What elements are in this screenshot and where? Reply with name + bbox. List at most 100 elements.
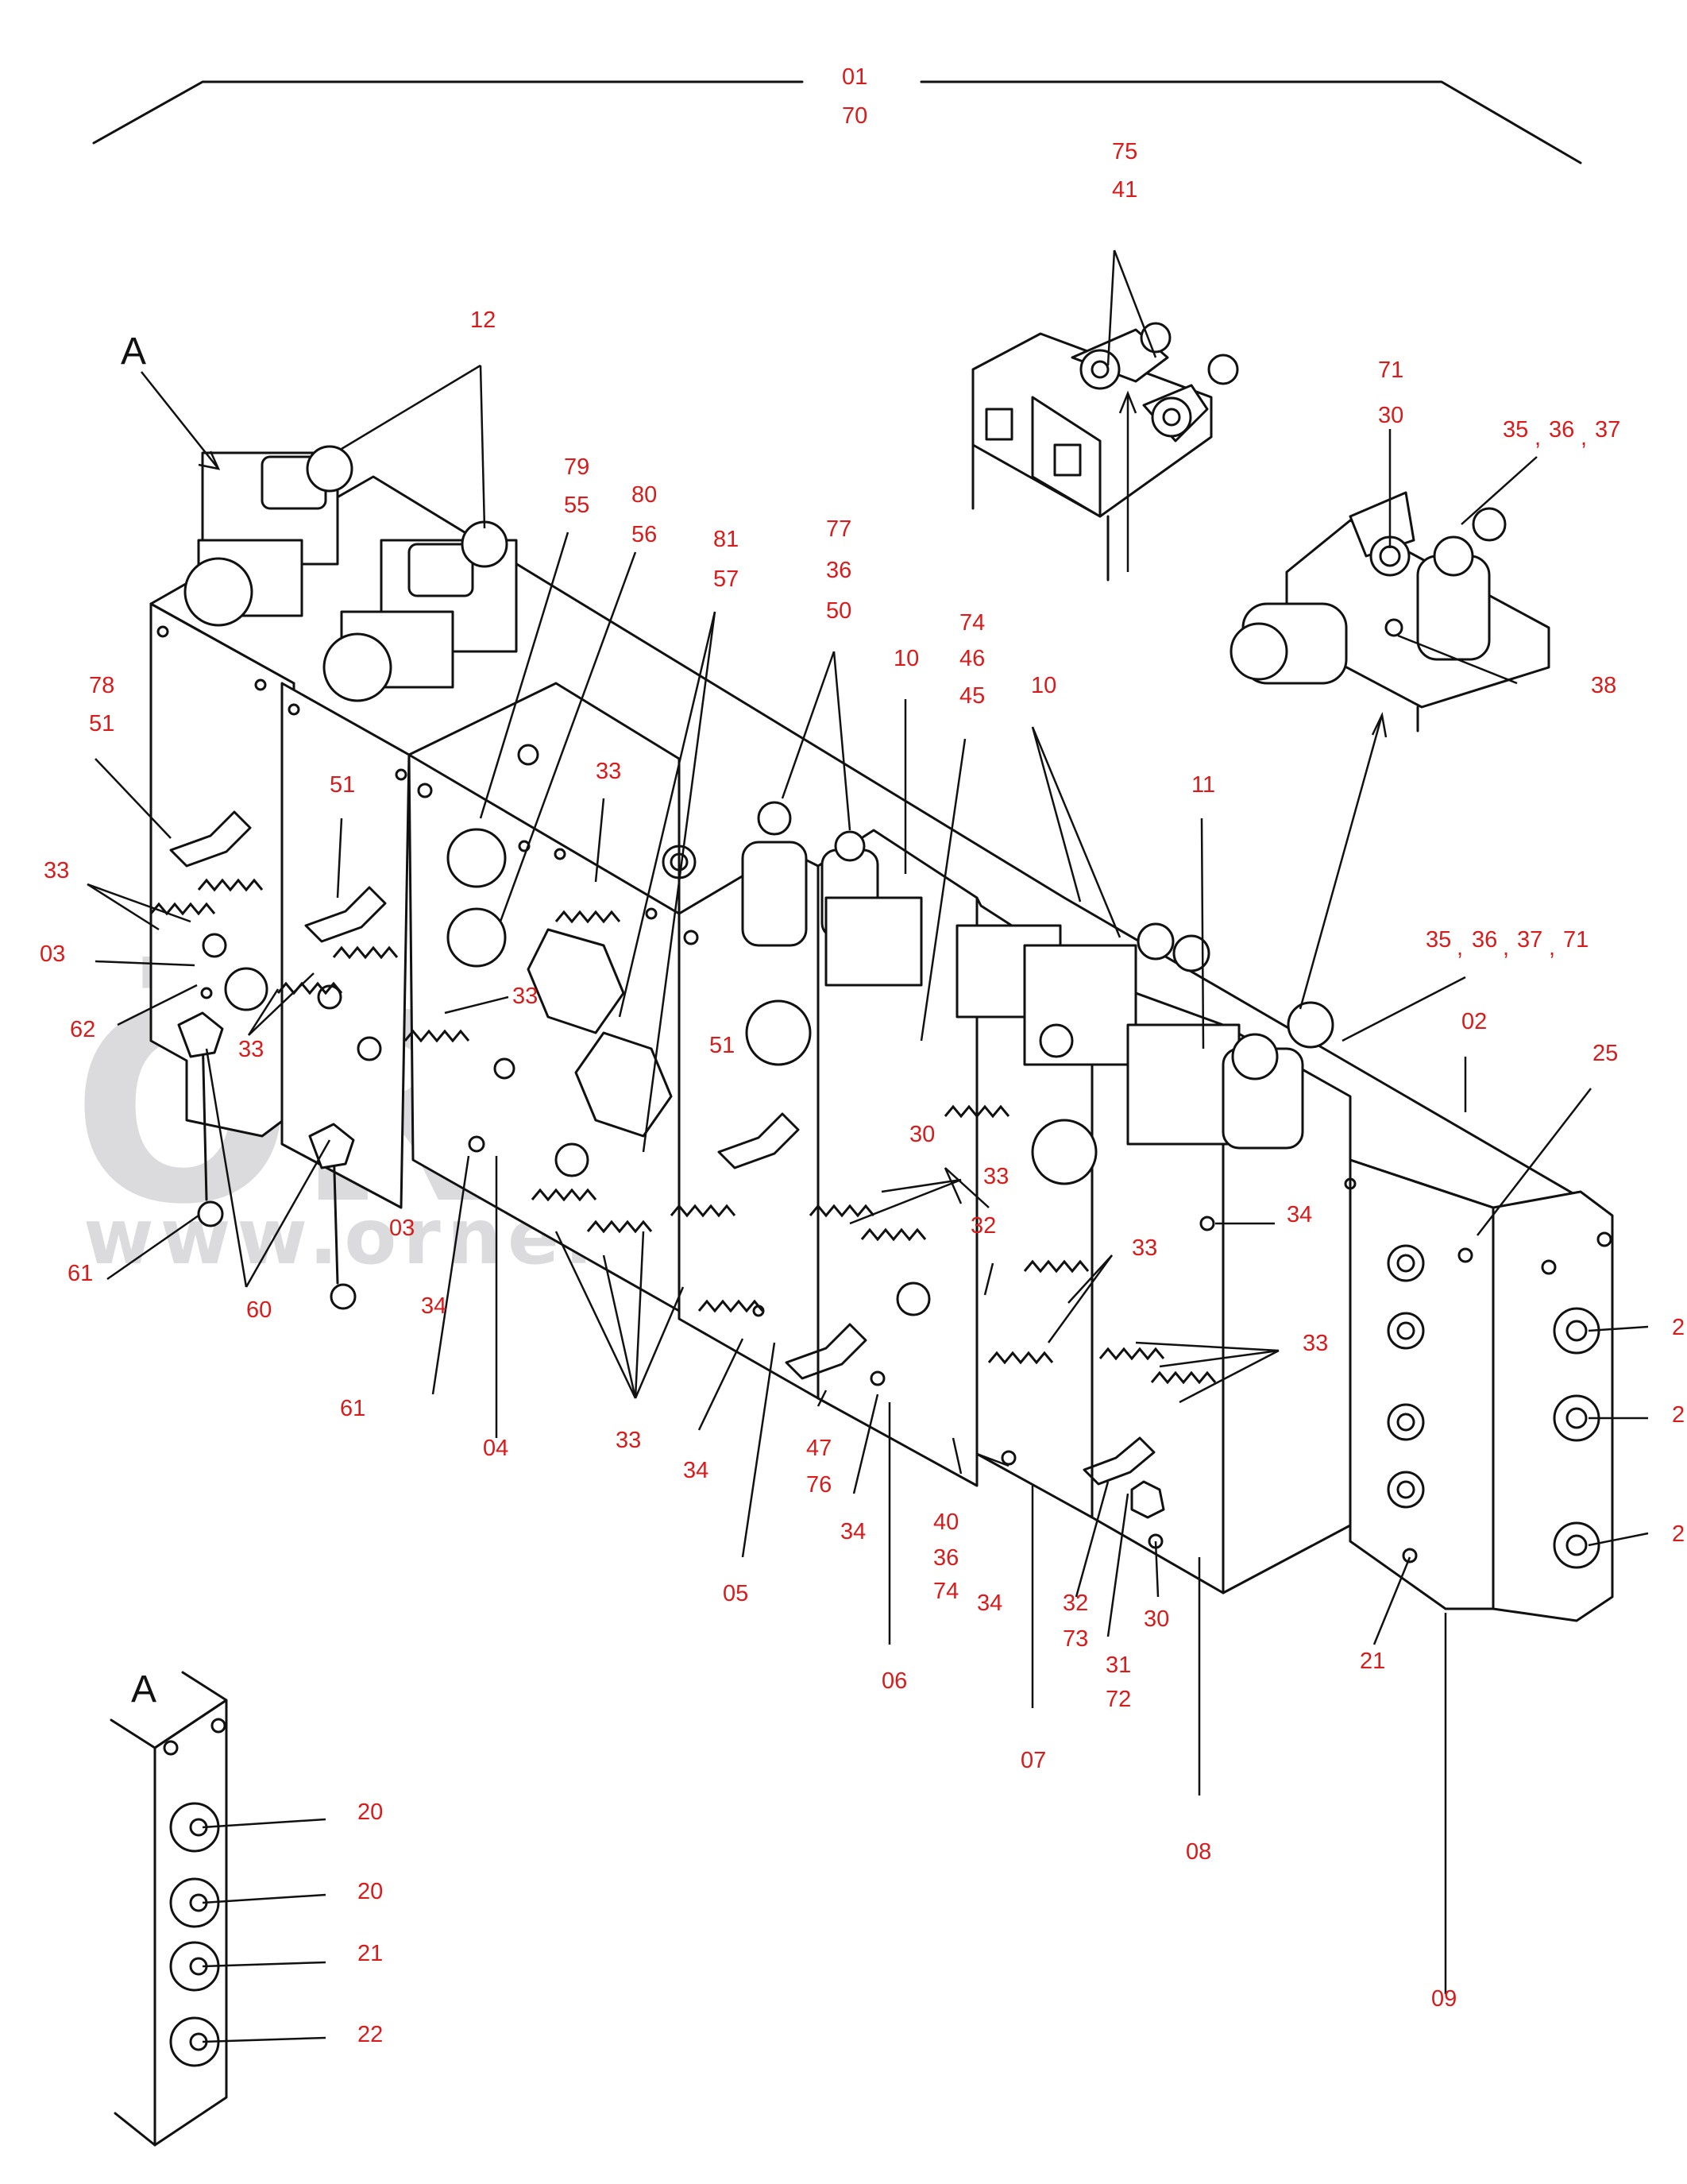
part-label-35b: 35 (1426, 927, 1451, 953)
part-label-36b: 36 (826, 558, 851, 583)
fittings-51 (169, 810, 1156, 1486)
part-label-55: 55 (564, 493, 589, 518)
part-label-34c: 34 (683, 1458, 708, 1483)
part-label-71a: 71 (1378, 358, 1403, 383)
part-label-51b: 51 (330, 772, 355, 798)
part-label-ca2: , (1581, 425, 1587, 450)
section-03b (224, 682, 411, 1209)
plug-springs-33 (149, 878, 1217, 1385)
part-label-22: 22 (357, 2022, 383, 2047)
solenoid-valve-11 (1031, 1001, 1334, 1185)
part-label-05: 05 (723, 1581, 748, 1606)
part-label-80: 80 (631, 482, 657, 508)
part-label-32b: 32 (1063, 1591, 1088, 1616)
part-label-38: 38 (1591, 673, 1616, 698)
part-label-33h: 33 (616, 1428, 641, 1453)
part-label-10a: 10 (894, 646, 919, 671)
part-label-30c: 30 (1144, 1606, 1169, 1632)
part-label-50: 50 (826, 598, 851, 624)
part-label-30a: 30 (1378, 403, 1403, 428)
part-label-21b: 21 (357, 1941, 383, 1966)
detail-view-a (110, 1671, 228, 2147)
solenoid-valve-12b (322, 520, 518, 702)
part-label-73: 73 (1063, 1626, 1088, 1652)
part-label-10b: 10 (1031, 673, 1056, 698)
part-label-79: 79 (564, 454, 589, 480)
part-label-12: 12 (470, 307, 496, 333)
part-label-ca1: , (1535, 425, 1541, 450)
part-label-33b: 33 (596, 759, 621, 784)
part-label-71b: 71 (1563, 927, 1589, 953)
part-label-cb1: , (1457, 935, 1463, 961)
part-label-56: 56 (631, 522, 657, 547)
part-label-74b: 74 (933, 1579, 959, 1604)
part-label-37a: 37 (1595, 417, 1620, 443)
section-09 (1344, 1158, 1495, 1610)
part-label-74a: 74 (959, 610, 985, 636)
view-marker-a: A (121, 330, 146, 373)
part-label-01: 01 (842, 64, 867, 90)
part-label-36a: 36 (1549, 417, 1574, 443)
part-label-75: 75 (1112, 139, 1137, 164)
part-label-34e: 34 (977, 1591, 1002, 1616)
part-label-cb2: , (1503, 935, 1509, 961)
part-label-60: 60 (246, 1297, 272, 1323)
part-label-77: 77 (826, 516, 851, 542)
part-label-81: 81 (713, 527, 739, 552)
part-label-70: 70 (842, 103, 867, 129)
part-label-36c: 36 (1472, 927, 1497, 953)
part-label-40: 40 (933, 1509, 959, 1535)
part-label-2z: 2 (1672, 1521, 1685, 1547)
detail-block-75 (971, 322, 1239, 582)
part-label-09: 09 (1431, 1986, 1457, 2012)
part-label-61b: 61 (340, 1396, 365, 1421)
part-label-62: 62 (70, 1017, 95, 1042)
part-label-31: 31 (1106, 1652, 1131, 1678)
part-label-34d: 34 (840, 1519, 866, 1544)
part-label-33e: 33 (983, 1164, 1009, 1189)
solenoid-valve-12a (183, 445, 353, 627)
part-label-61a: 61 (68, 1261, 93, 1286)
part-label-02: 02 (1461, 1009, 1487, 1034)
part-label-51a: 51 (89, 711, 114, 736)
part-label-33f: 33 (1132, 1235, 1157, 1261)
part-label-47: 47 (806, 1436, 832, 1461)
pull-rods-61 (177, 1011, 357, 1310)
part-label-72: 72 (1106, 1687, 1131, 1712)
part-label-06: 06 (882, 1668, 907, 1694)
leader-lines (87, 249, 1649, 2043)
part-label-20a: 20 (357, 1799, 383, 1825)
part-label-07: 07 (1021, 1748, 1046, 1773)
assembly-bracket (92, 80, 1582, 164)
part-label-37b: 37 (1517, 927, 1542, 953)
part-label-03b: 03 (389, 1216, 415, 1241)
section-03a (149, 602, 295, 1138)
part-label-21a: 21 (1360, 1649, 1385, 1674)
part-label-08: 08 (1186, 1839, 1211, 1865)
part-label-2x: 2 (1672, 1315, 1685, 1340)
part-label-45: 45 (959, 683, 985, 709)
view-marker-a-detail: A (131, 1668, 156, 1710)
part-label-51c: 51 (709, 1033, 735, 1058)
solenoid-block-10 (955, 922, 1210, 1066)
part-label-33g: 33 (1303, 1331, 1328, 1356)
part-label-46: 46 (959, 646, 985, 671)
part-label-cb3: , (1549, 935, 1555, 961)
part-label-41: 41 (1112, 177, 1137, 203)
part-label-32a: 32 (971, 1213, 996, 1239)
cartridge-valves-77 (741, 801, 923, 1066)
part-label-78: 78 (89, 673, 114, 698)
part-label-20b: 20 (357, 1879, 383, 1904)
part-label-35a: 35 (1503, 417, 1528, 443)
part-label-34b: 34 (421, 1293, 446, 1319)
detail-block-71 (1230, 491, 1550, 733)
part-label-2y: 2 (1672, 1402, 1685, 1428)
part-label-04: 04 (483, 1436, 508, 1461)
part-label-33c: 33 (512, 984, 538, 1009)
part-label-33a: 33 (44, 858, 69, 883)
part-label-34a: 34 (1287, 1202, 1312, 1227)
part-label-33d: 33 (238, 1037, 264, 1062)
part-label-76: 76 (806, 1472, 832, 1498)
